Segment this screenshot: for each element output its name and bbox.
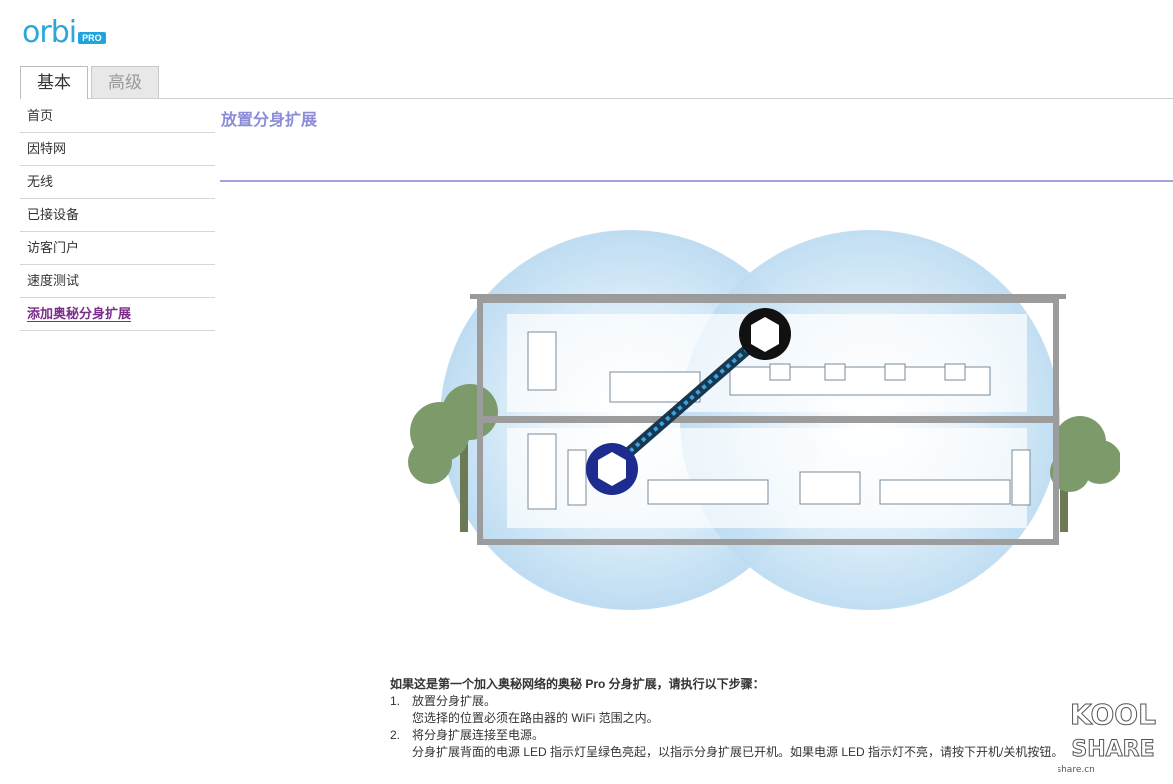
step-detail: 您选择的位置必须在路由器的 WiFi 范围之内。 — [412, 711, 659, 725]
instructions-heading: 如果这是第一个加入奥秘网络的奥秘 Pro 分身扩展，请执行以下步骤： — [390, 677, 765, 691]
sidebar: 首页 因特网 无线 已接设备 访客门户 速度测试 添加奥秘分身扩展 — [20, 100, 215, 331]
orbi-pro-logo: orbi PRO — [22, 16, 106, 50]
sidebar-item-wireless[interactable]: 无线 — [20, 166, 215, 199]
logo-word: orbi — [22, 15, 77, 50]
tab-advanced[interactable]: 高级 — [91, 66, 159, 98]
step-title: 将分身扩展连接至电源。 — [412, 728, 545, 742]
logo-badge: PRO — [78, 32, 106, 44]
koolshare-watermark: KOOL SHARE koolshare.cn — [1058, 698, 1157, 776]
sidebar-item-guest-portal[interactable]: 访客门户 — [20, 232, 215, 265]
tree-left-icon — [408, 384, 498, 532]
sidebar-item-add-satellite-label: 添加奥秘分身扩展 — [27, 306, 132, 322]
sidebar-item-speed-test[interactable]: 速度测试 — [20, 265, 215, 298]
router-icon — [586, 443, 638, 495]
setup-instructions: 如果这是第一个加入奥秘网络的奥秘 Pro 分身扩展，请执行以下步骤： 1. 放置… — [390, 676, 1090, 761]
page-title: 放置分身扩展 — [221, 112, 318, 129]
step-detail: 分身扩展背面的电源 LED 指示灯呈绿色亮起，以指示分身扩展已开机。如果电源 L… — [412, 745, 1064, 759]
step-number: 2. — [390, 728, 401, 742]
main-tabs: 基本 高级 — [20, 66, 162, 99]
tree-right-icon — [1050, 416, 1120, 532]
watermark-line2: SHARE — [1071, 737, 1154, 762]
step-2: 2. 将分身扩展连接至电源。 — [390, 727, 1090, 744]
sidebar-item-home[interactable]: 首页 — [20, 100, 215, 133]
sidebar-item-add-satellite[interactable]: 添加奥秘分身扩展 — [20, 298, 215, 331]
step-title: 放置分身扩展。 — [412, 694, 497, 708]
watermark-site: koolshare.cn — [1058, 765, 1095, 775]
step-number: 1. — [390, 694, 401, 708]
satellite-icon — [739, 308, 791, 360]
watermark-line1: KOOL — [1070, 698, 1156, 731]
satellite-placement-illustration — [408, 230, 1120, 610]
tab-basic[interactable]: 基本 — [20, 66, 88, 99]
sidebar-item-internet[interactable]: 因特网 — [20, 133, 215, 166]
title-rule — [220, 180, 1173, 182]
step-1: 1. 放置分身扩展。 — [390, 693, 1090, 710]
sidebar-item-attached-devices[interactable]: 已接设备 — [20, 199, 215, 232]
tab-divider — [88, 98, 1173, 99]
